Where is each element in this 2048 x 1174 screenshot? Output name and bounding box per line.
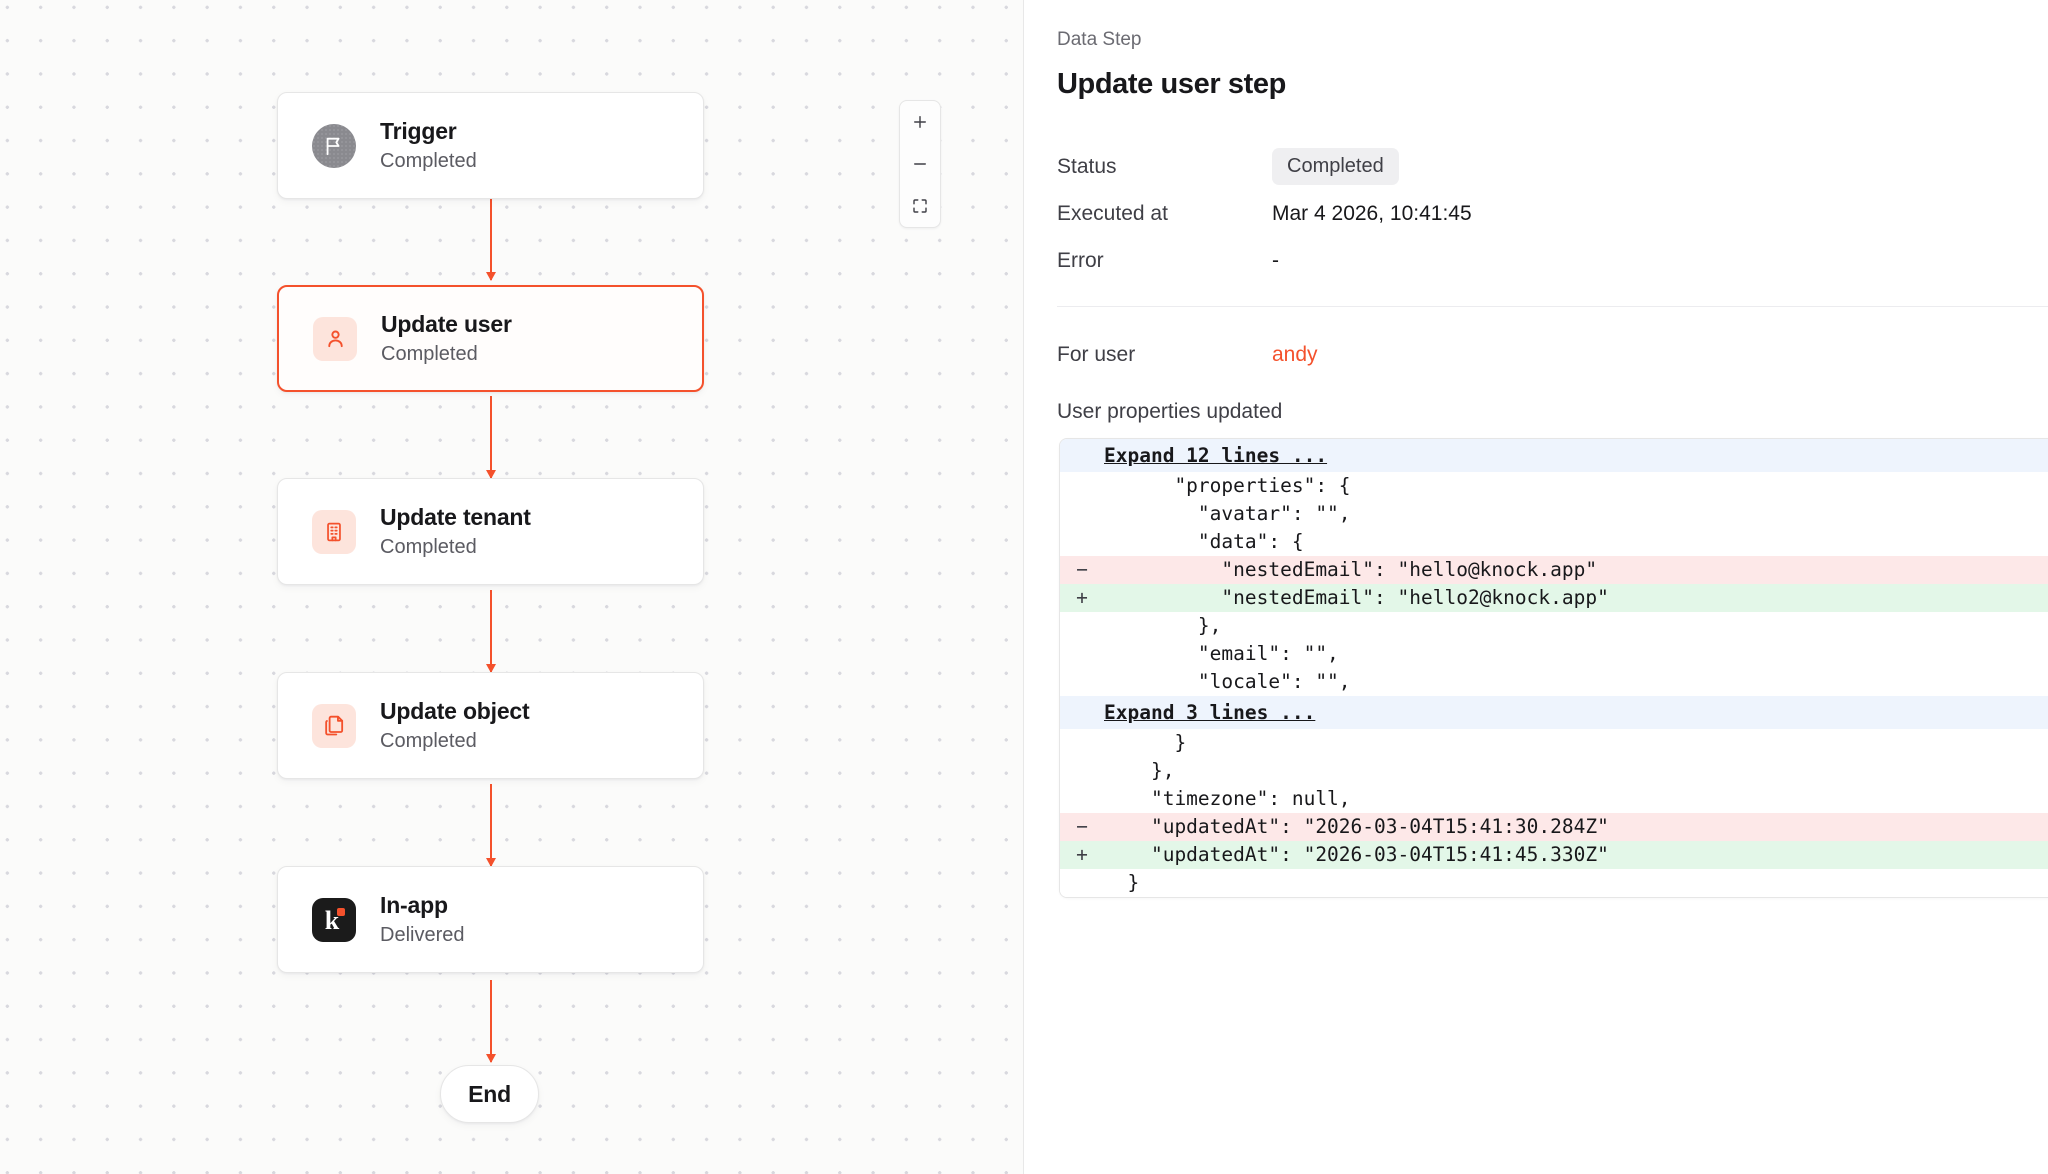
diff-expand-row[interactable]: Expand 12 lines ... <box>1060 439 2048 473</box>
error-row: Error - <box>1057 237 2048 284</box>
diff-marker-minus: − <box>1076 558 1088 582</box>
node-status: Completed <box>380 535 477 558</box>
diff-code: "updatedAt": "2026-03-04T15:41:45.330Z" <box>1104 843 1609 867</box>
knock-logo-icon: k <box>312 897 356 942</box>
status-row: Status Completed <box>1057 143 2048 190</box>
workflow-node-update-object[interactable]: Update object Completed <box>277 672 704 779</box>
properties-diff-viewer[interactable]: Expand 12 lines ... "properties": { "ava… <box>1059 438 2048 899</box>
connector-update-tenant-to-update-object <box>486 590 496 673</box>
panel-eyebrow: Data Step <box>1057 29 1142 50</box>
diff-expand-link[interactable]: Expand 12 lines ... <box>1104 444 1328 468</box>
diff-code: } <box>1104 731 1187 755</box>
node-status: Completed <box>381 342 478 365</box>
diff-line-added: + "nestedEmail": "hello2@knock.app" <box>1060 584 2048 613</box>
end-node-label: End <box>468 1080 511 1107</box>
node-title: In-app <box>380 892 448 919</box>
diff-code: "properties": { <box>1104 474 1351 498</box>
node-title: Trigger <box>380 118 457 145</box>
diff-code: }, <box>1104 759 1175 783</box>
diff-line: "data": { <box>1060 528 2048 557</box>
diff-marker-minus: − <box>1076 815 1088 839</box>
copy-icon <box>312 703 356 748</box>
knock-badge-dot <box>337 907 345 916</box>
node-title: Update tenant <box>380 504 531 531</box>
diff-code: "updatedAt": "2026-03-04T15:41:30.284Z" <box>1104 815 1609 839</box>
diff-marker-plus: + <box>1076 586 1088 610</box>
diff-line: "locale": "", <box>1060 668 2048 697</box>
status-label: Status <box>1057 154 1117 178</box>
connector-update-object-to-in-app <box>486 784 496 867</box>
diff-line: "properties": { <box>1060 472 2048 501</box>
diff-code: } <box>1104 871 1140 895</box>
diff-expand-row[interactable]: Expand 3 lines ... <box>1060 696 2048 730</box>
diff-code: "nestedEmail": "hello2@knock.app" <box>1104 586 1609 610</box>
workflow-node-update-tenant[interactable]: Update tenant Completed <box>277 478 704 585</box>
panel-divider <box>1057 306 2048 308</box>
diff-expand-link[interactable]: Expand 3 lines ... <box>1104 701 1316 725</box>
connector-update-user-to-update-tenant <box>486 396 496 479</box>
for-user-label: For user <box>1057 342 1136 366</box>
diff-line: } <box>1060 869 2048 898</box>
node-status: Delivered <box>380 923 465 946</box>
executed-at-row: Executed at Mar 4 2026, 10:41:45 <box>1057 190 2048 237</box>
canvas-zoom-controls[interactable] <box>899 100 941 228</box>
fit-view-button[interactable] <box>900 185 940 227</box>
diff-line-added: + "updatedAt": "2026-03-04T15:41:45.330Z… <box>1060 841 2048 870</box>
diff-line: }, <box>1060 612 2048 641</box>
for-user-link[interactable]: andy <box>1272 342 1318 366</box>
diff-code: "avatar": "", <box>1104 502 1351 526</box>
diff-code: "locale": "", <box>1104 670 1351 694</box>
workflow-canvas[interactable]: Trigger Completed Update user Completed <box>0 0 1024 1174</box>
diff-code: "nestedEmail": "hello@knock.app" <box>1104 558 1598 582</box>
spacer <box>1057 307 2048 331</box>
workflow-node-update-user[interactable]: Update user Completed <box>277 285 704 392</box>
building-icon <box>312 509 356 554</box>
connector-in-app-to-end <box>486 980 496 1063</box>
user-icon <box>313 316 357 361</box>
for-user-row: For user andy <box>1057 331 2048 378</box>
node-title: Update user <box>381 311 512 338</box>
diff-line-removed: − "nestedEmail": "hello@knock.app" <box>1060 556 2048 585</box>
diff-code: }, <box>1104 614 1222 638</box>
node-title: Update object <box>380 698 530 725</box>
diff-line: } <box>1060 729 2048 758</box>
executed-at-value: Mar 4 2026, 10:41:45 <box>1272 201 1472 225</box>
node-status: Completed <box>380 149 477 172</box>
diff-code: "timezone": null, <box>1104 787 1351 811</box>
flag-icon <box>312 123 356 168</box>
knock-letter-k: k <box>324 905 340 935</box>
status-badge: Completed <box>1272 148 1399 186</box>
diff-line: "avatar": "", <box>1060 500 2048 529</box>
node-status: Completed <box>380 729 477 752</box>
executed-at-label: Executed at <box>1057 201 1168 225</box>
workflow-node-trigger[interactable]: Trigger Completed <box>277 92 704 199</box>
error-value: - <box>1272 248 1279 272</box>
workflow-node-in-app[interactable]: k In-app Delivered <box>277 866 704 973</box>
workflow-node-end[interactable]: End <box>440 1065 539 1123</box>
diff-marker-plus: + <box>1076 843 1088 867</box>
diff-line: "timezone": null, <box>1060 785 2048 814</box>
error-label: Error <box>1057 248 1104 272</box>
user-properties-updated-label: User properties updated <box>1057 400 1283 424</box>
diff-line: }, <box>1060 757 2048 786</box>
zoom-in-button[interactable] <box>900 101 940 143</box>
diff-code: "email": "", <box>1104 642 1339 666</box>
page-title: Update user step <box>1057 67 1286 100</box>
diff-line: "email": "", <box>1060 640 2048 669</box>
step-detail-panel: Data Step Update user step Status Comple… <box>1024 0 2048 1174</box>
diff-code: "data": { <box>1104 530 1304 554</box>
connector-trigger-to-update-user <box>486 198 496 281</box>
diff-line-removed: − "updatedAt": "2026-03-04T15:41:30.284Z… <box>1060 813 2048 842</box>
zoom-out-button[interactable] <box>900 143 940 185</box>
